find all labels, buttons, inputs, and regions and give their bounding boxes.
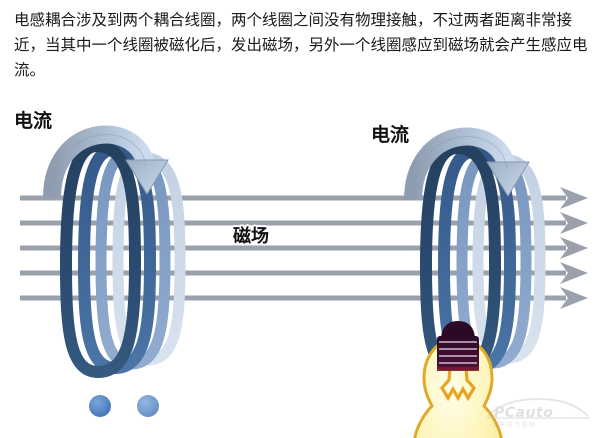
field-line-arrowheads [560,187,588,309]
label-magnetic-field: 磁场 [233,226,269,247]
inductive-coupling-diagram [0,88,600,438]
lightbulb [413,321,503,438]
label-current-right: 电流 [371,124,410,146]
current-arrow-left [43,125,169,199]
current-arrow-right [404,127,530,201]
coil-terminals [89,367,159,417]
arrow-head-right [486,161,530,197]
arrow-head-left [125,159,169,195]
page-title: 电感耦合涉及到两个耦合线圈，两个线圈之间没有物理接触，不过两者距离非常接近，当其… [14,11,588,79]
label-current-left: 电流 [14,110,53,132]
bulb-glass [413,336,503,438]
terminal-dot-right [137,395,159,417]
bulb-base [437,321,479,371]
terminal-dot-left [89,395,111,417]
primary-coil [59,139,186,417]
